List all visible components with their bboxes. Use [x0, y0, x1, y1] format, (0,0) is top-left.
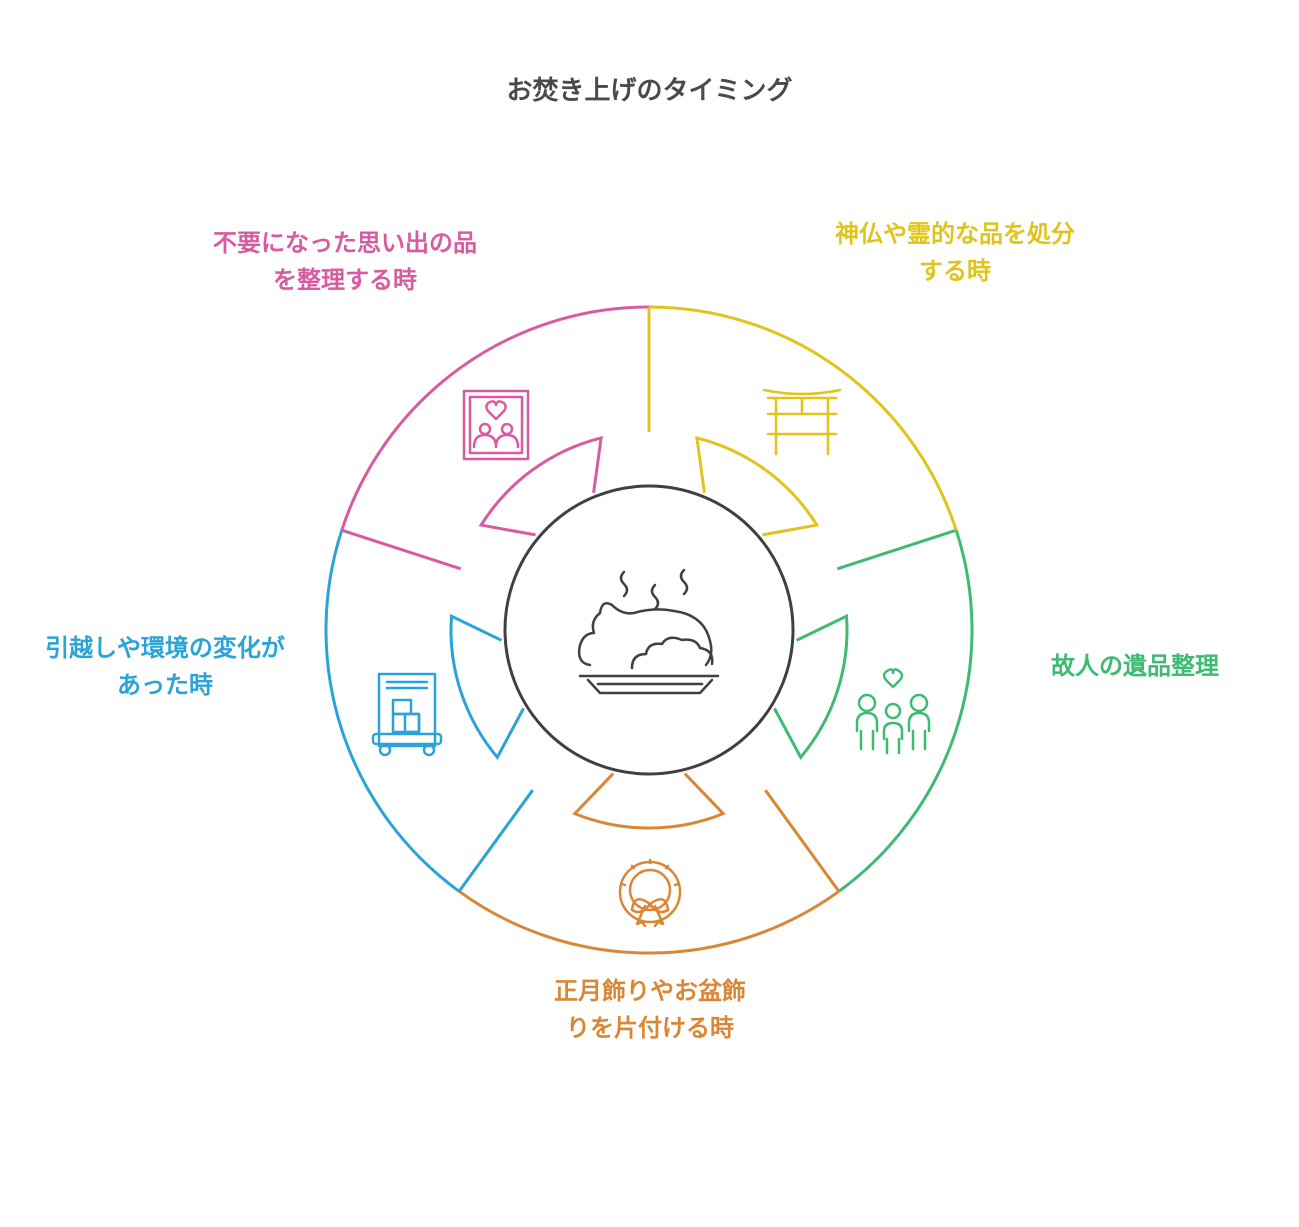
segment-label-religious: 神仏や霊的な品を処分する時	[800, 216, 1110, 290]
center-circle	[503, 484, 795, 776]
segment-divider	[764, 789, 841, 893]
segment-inner-bracket	[572, 772, 726, 830]
segment-decorations	[458, 772, 841, 955]
segment-label-line: を整理する時	[273, 266, 417, 294]
offering-food-smoke-icon	[577, 568, 720, 695]
wreath-icon	[618, 858, 682, 928]
segment-religious	[647, 305, 958, 537]
segment-inner-bracket	[773, 613, 849, 760]
segment-label-line: 不要になった思い出の品	[213, 229, 477, 257]
segment-memories	[340, 305, 650, 571]
segment-inner-bracket	[695, 435, 820, 537]
segment-divider	[457, 789, 534, 893]
segment-label-line: 神仏や霊的な品を処分	[835, 220, 1075, 248]
segment-inner-bracket	[449, 613, 525, 760]
segment-label-line: 正月飾りやお盆飾	[554, 977, 746, 1005]
segment-belongings	[773, 528, 974, 893]
segment-outer-arc	[340, 305, 650, 531]
segment-outer-arc	[324, 529, 460, 893]
segment-label-line: 引越しや環境の変化が	[45, 634, 285, 662]
photo-frame-icon	[462, 389, 530, 461]
segment-moving	[324, 529, 534, 893]
family-icon	[855, 668, 931, 755]
segment-label-line: 故人の遺品整理	[1051, 652, 1219, 680]
moving-cart-icon	[371, 672, 443, 757]
segment-label-line: する時	[919, 257, 991, 285]
segment-outer-arc	[648, 305, 958, 531]
segment-label-belongings: 故人の遺品整理	[1030, 648, 1240, 685]
segment-divider	[341, 528, 462, 571]
torii-gate-icon	[762, 388, 842, 456]
segment-label-decorations: 正月飾りやお盆飾りを片付ける時	[500, 973, 800, 1047]
diagram-title: お焚き上げのタイミング	[506, 76, 793, 106]
segment-label-line: りを片付ける時	[566, 1014, 734, 1042]
segment-inner-bracket	[478, 435, 603, 537]
segment-label-line: あった時	[117, 671, 213, 699]
segment-outer-arc	[838, 529, 974, 893]
segment-label-moving: 引越しや環境の変化があった時	[10, 630, 320, 704]
segment-outer-arc	[458, 890, 840, 955]
segment-label-memories: 不要になった思い出の品を整理する時	[170, 225, 520, 299]
segment-divider	[836, 528, 957, 571]
